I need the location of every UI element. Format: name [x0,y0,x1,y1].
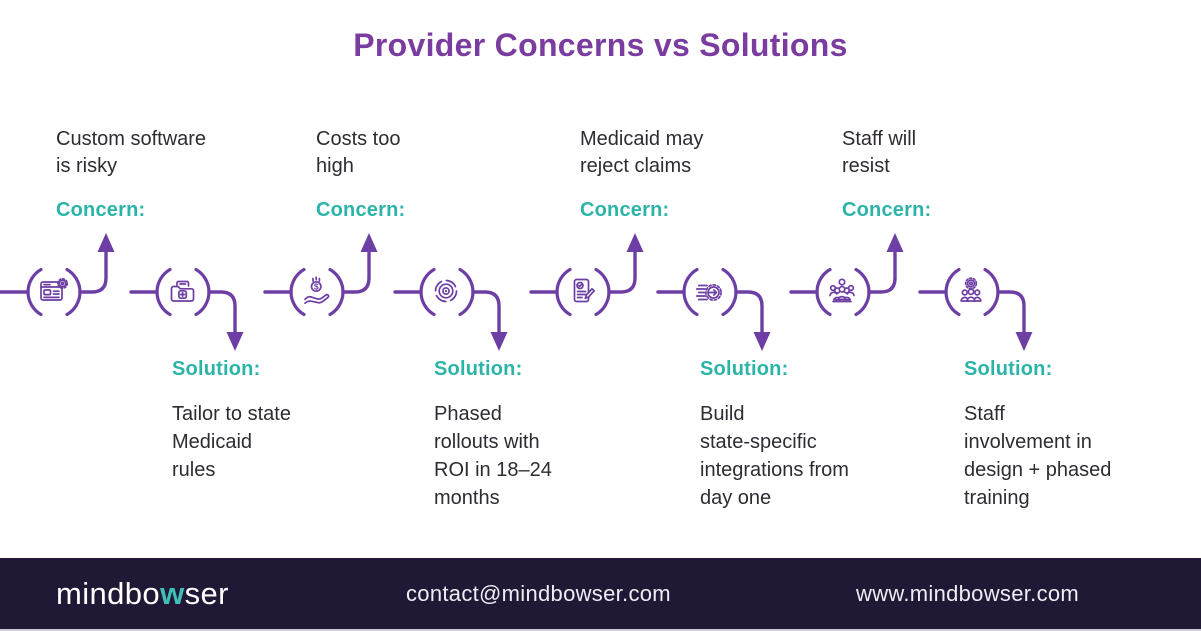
concern-label-3: Concern: [580,199,670,221]
logo-text-w: w [160,575,185,611]
software-window-icon [40,277,69,301]
mindbowser-logo: mindbowser [56,576,229,612]
medical-folder-icon [170,280,195,302]
concern-text-1: Custom software is risky [56,128,207,177]
node-circles [26,267,1000,317]
solution-text-4: Staff involvement in design + phased tra… [964,403,1112,509]
contact-email-link[interactable]: contact@mindbowser.com [406,580,671,606]
concern-label-1: Concern: [56,199,146,221]
logo-text-prefix: mindbo [56,575,161,611]
concern-label-4: Concern: [842,199,932,221]
arrowheads [97,233,1033,351]
logo-text-suffix: ser [184,575,229,611]
website-link[interactable]: www.mindbowser.com [856,580,1080,606]
solution-label-3: Solution: [700,358,789,380]
page-title: Provider Concerns vs Solutions [353,27,848,63]
staff-group-icon [829,278,855,303]
solution-label-1: Solution: [172,358,261,380]
solution-label-4: Solution: [964,358,1053,380]
solution-text-2: Phased rollouts with ROI in 18–24 months [434,403,552,509]
solution-text-1: Tailor to state Medicaid rules [172,403,291,481]
hand-coin-icon: $ [304,276,330,305]
ai-integration-icon [696,284,722,301]
concern-text-3: Medicaid may reject claims [580,128,704,177]
claims-document-icon [573,278,596,303]
solution-label-2: Solution: [434,358,523,380]
concern-label-2: Concern: [316,199,406,221]
footer-bar: mindbowser contact@mindbowser.com www.mi… [0,558,1201,631]
svg-text:$: $ [314,282,319,292]
solution-text-3: Build state-specific integrations from d… [700,403,849,509]
process-target-icon [434,279,458,303]
concern-text-4: Staff will resist [842,128,917,177]
flow-diagram: $ [0,233,1033,351]
team-training-icon [960,277,982,302]
concern-text-2: Costs too high [316,128,401,177]
